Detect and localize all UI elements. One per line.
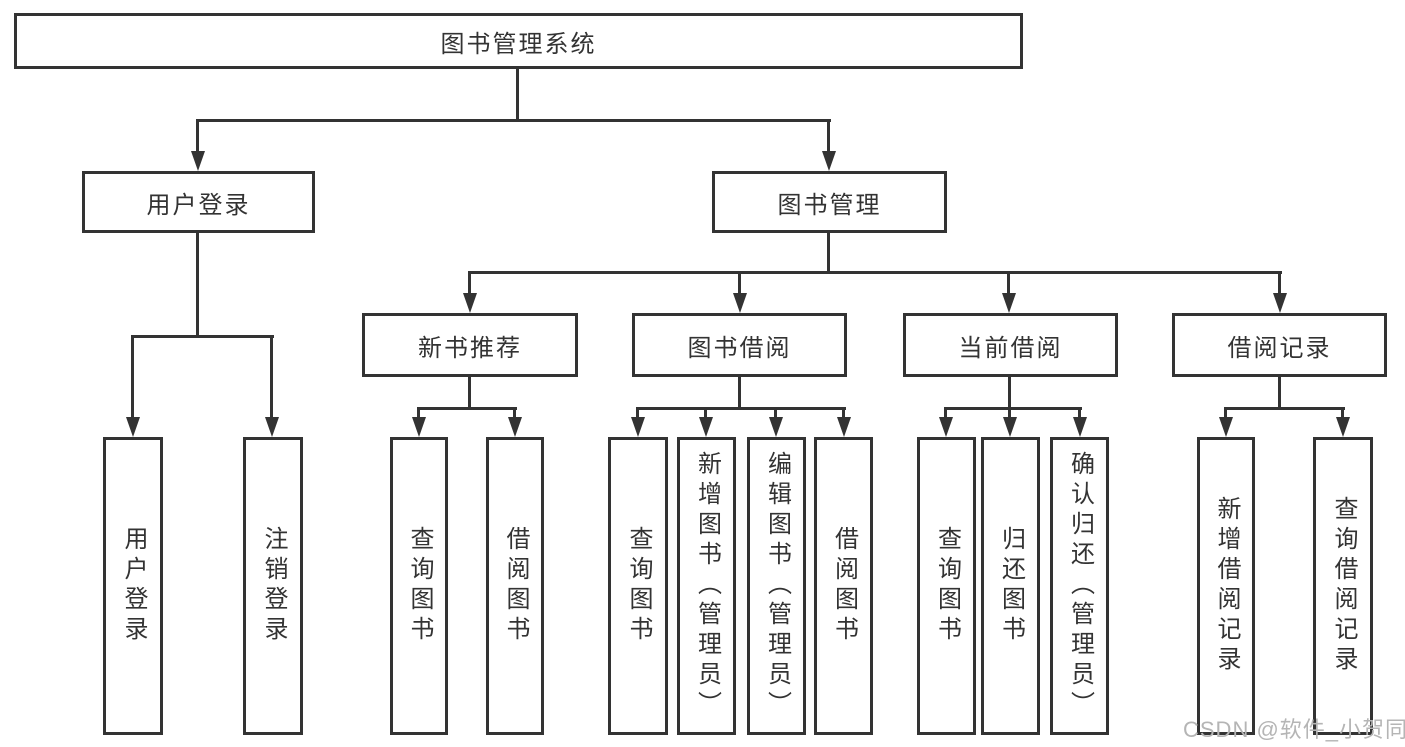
connector-stub [1224,407,1227,421]
arrowhead-to-leaf-borrow-book-1 [508,417,522,437]
connector-stub [513,407,516,421]
arrowhead-to-leaf-add-record [1219,417,1233,437]
arrowhead-to-book-management [822,151,836,171]
arrowhead-to-leaf-edit-book [769,417,783,437]
arrowhead-to-book-borrow [733,293,747,313]
node-new-book-recommend: 新书推荐 [362,313,578,377]
arrowhead-to-leaf-return-book [1003,417,1017,437]
arrowhead-to-new-book [463,293,477,313]
leaf-confirm-return-admin: 确认归还（管理员） [1050,437,1109,735]
connector-drop-current-borrow [1007,271,1010,295]
connector-drop-book-management [827,119,830,154]
connector-drop-book-borrow [738,271,741,295]
node-user-login: 用户登录 [82,171,315,233]
arrowhead-to-leaf-logout [265,417,279,437]
connector-stub [774,407,777,421]
leaf-add-book-admin: 新增图书（管理员） [677,437,736,735]
connector-stub [842,407,845,421]
connector-stub [1341,407,1344,421]
connector-drop-borrow-records [1278,271,1281,295]
arrowhead-to-current-borrow [1002,293,1016,313]
connector-new-book-rail [418,407,517,410]
connector-stub [417,407,420,421]
arrowhead-to-leaf-query-record [1336,417,1350,437]
connector-level2-rail [197,119,831,122]
node-book-borrow: 图书借阅 [632,313,847,377]
leaf-return-book: 归还图书 [981,437,1040,735]
leaf-logout: 注销登录 [243,437,303,735]
leaf-query-borrow-record: 查询借阅记录 [1313,437,1373,735]
connector-drop-leaf-logout [270,335,273,419]
connector-stub [1078,407,1081,421]
arrowhead-to-leaf-query-book-3 [939,417,953,437]
arrowhead-to-leaf-query-book-2 [631,417,645,437]
arrowhead-to-leaf-add-book [699,417,713,437]
arrowhead-to-leaf-confirm-return [1073,417,1087,437]
connector-current-borrow-stem [1008,377,1011,410]
arrowhead-to-leaf-borrow-book-2 [837,417,851,437]
connector-book-management-stem [827,233,830,274]
node-root: 图书管理系统 [14,13,1023,69]
leaf-add-borrow-record: 新增借阅记录 [1197,437,1255,735]
connector-drop-user-login [196,119,199,154]
leaf-query-book-1: 查询图书 [390,437,448,735]
node-book-management: 图书管理 [712,171,947,233]
leaf-edit-book-admin: 编辑图书（管理员） [747,437,806,735]
connector-drop-new-book [468,271,471,295]
connector-user-login-rail [131,335,274,338]
connector-borrow-records-stem [1278,377,1281,410]
connector-book-borrow-rail [637,407,846,410]
leaf-query-book-3: 查询图书 [917,437,976,735]
leaf-query-book-2: 查询图书 [608,437,668,735]
connector-level3-rail [469,271,1282,274]
leaf-borrow-book-1: 借阅图书 [486,437,544,735]
arrowhead-to-leaf-query-book-1 [412,417,426,437]
connector-stub [704,407,707,421]
node-borrow-records: 借阅记录 [1172,313,1387,377]
arrowhead-to-user-login [191,151,205,171]
connector-borrow-records-rail [1225,407,1345,410]
node-current-borrow: 当前借阅 [903,313,1118,377]
connector-user-login-stem [196,233,199,337]
arrowhead-to-borrow-records [1273,293,1287,313]
connector-root-stem [516,69,519,121]
arrowhead-to-leaf-user-login [126,417,140,437]
csdn-watermark: CSDN @软件_小贺同学 [1183,717,1405,742]
leaf-user-login: 用户登录 [103,437,163,735]
connector-book-borrow-stem [738,377,741,410]
connector-stub [944,407,947,421]
connector-stub [636,407,639,421]
connector-new-book-stem [468,377,471,410]
connector-current-borrow-rail [945,407,1082,410]
connector-stub [1008,407,1011,421]
connector-drop-leaf-user-login [131,335,134,419]
leaf-borrow-book-2: 借阅图书 [814,437,873,735]
